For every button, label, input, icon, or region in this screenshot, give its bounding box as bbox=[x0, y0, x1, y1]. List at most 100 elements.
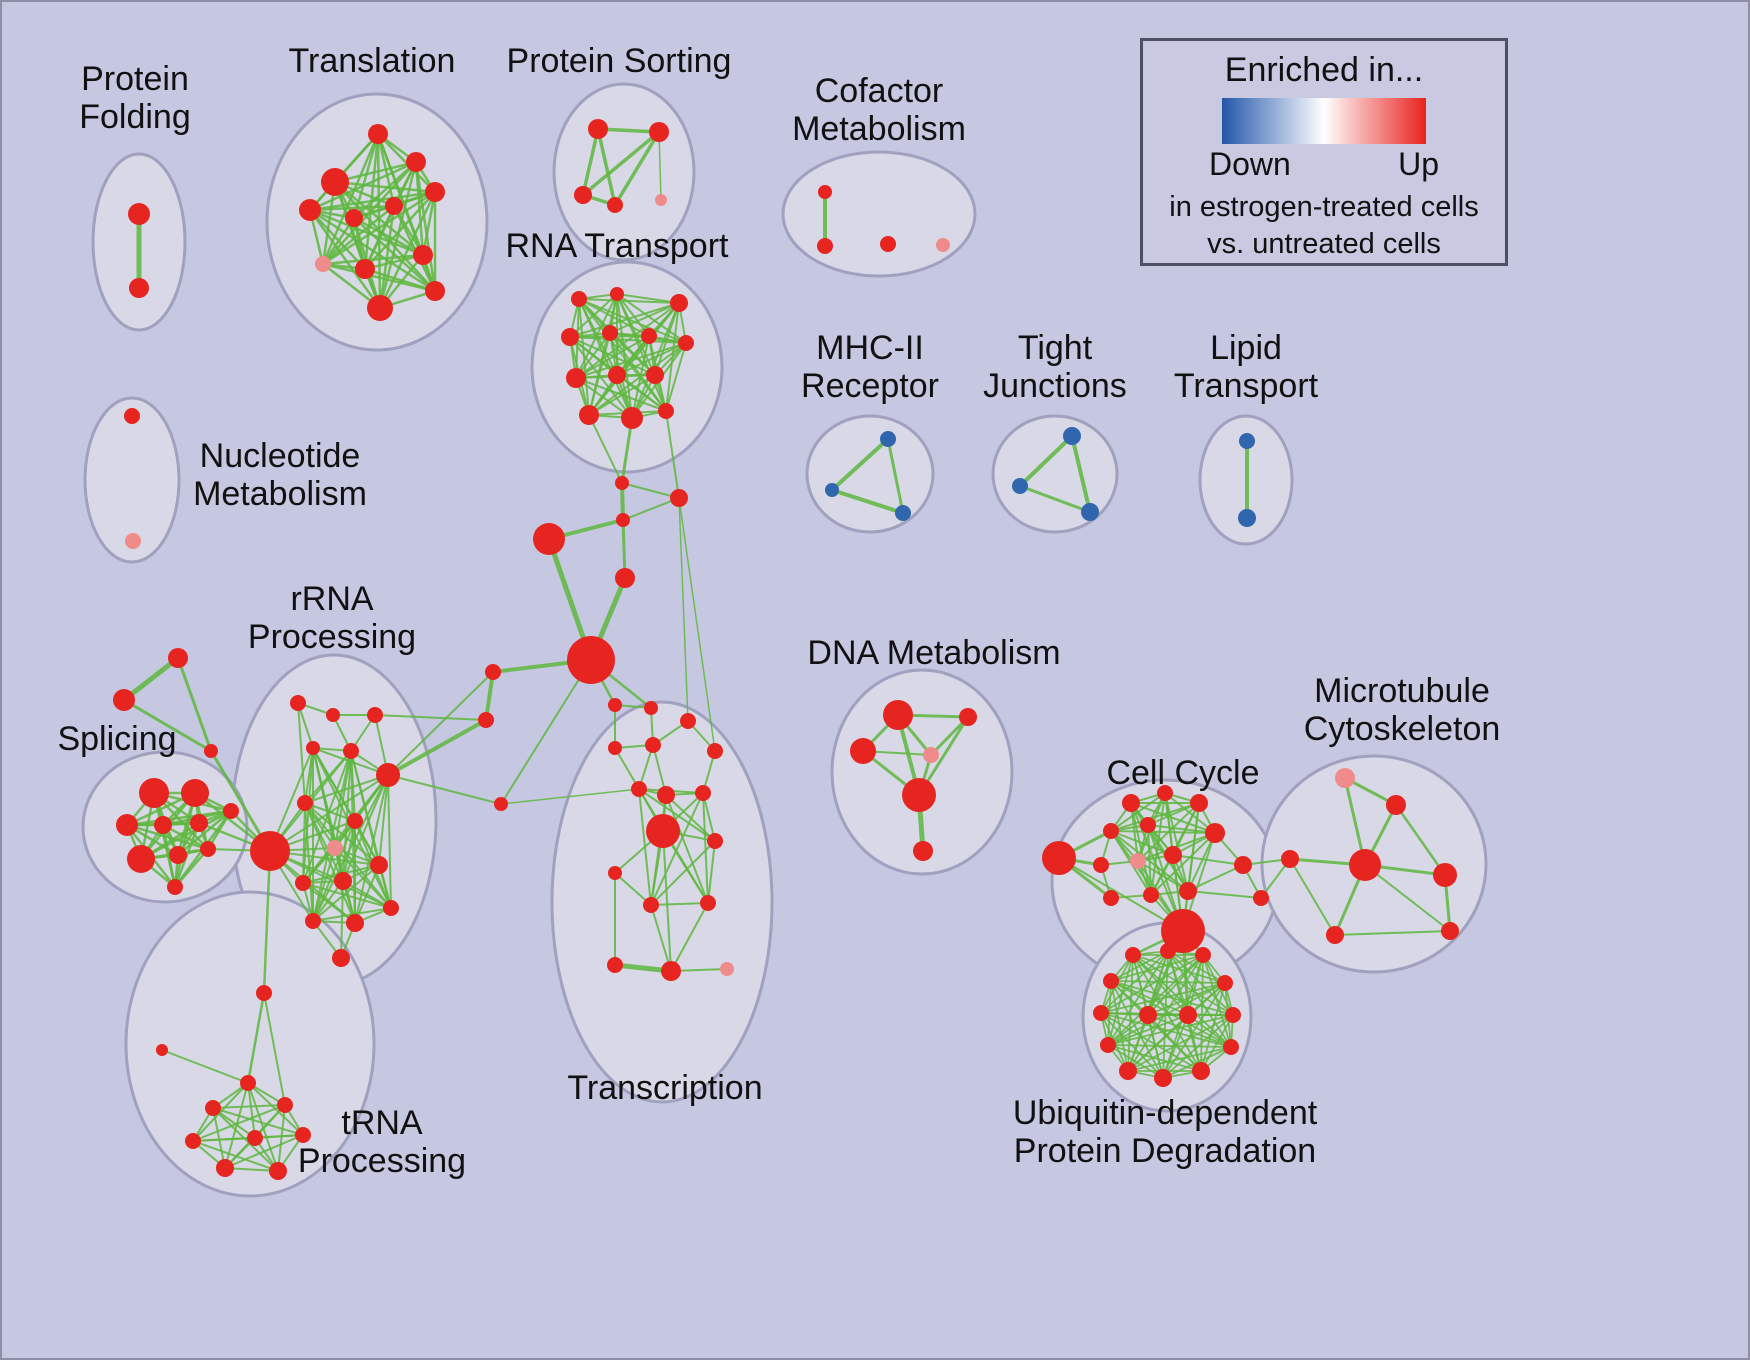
edge-PS1-PS2 bbox=[596, 127, 661, 134]
node-MH2 bbox=[825, 483, 839, 497]
node-U5 bbox=[1217, 975, 1233, 991]
edge-U9-U11 bbox=[1162, 1046, 1232, 1079]
cluster-trna-processing bbox=[124, 890, 376, 1198]
edge-T4-T10 bbox=[308, 208, 425, 257]
edge-U2-U9 bbox=[1167, 950, 1232, 1048]
node-RR11 bbox=[295, 875, 311, 891]
edge-TR6-TR10 bbox=[192, 1140, 279, 1172]
label-translation: Translation bbox=[289, 42, 456, 80]
edge-T5-T12 bbox=[352, 216, 437, 293]
node-T7 bbox=[425, 182, 445, 202]
edge-TR4-TR8 bbox=[212, 1107, 304, 1136]
node-X2 bbox=[644, 701, 658, 715]
edge-CC7-CC14 bbox=[1187, 832, 1216, 892]
node-PS1 bbox=[588, 119, 608, 139]
edge-X14-X16 bbox=[670, 902, 709, 972]
node-T12 bbox=[425, 281, 445, 301]
node-U9 bbox=[1223, 1039, 1239, 1055]
edge-T5-T10 bbox=[352, 216, 425, 257]
edge-U7-U10 bbox=[1127, 1014, 1234, 1072]
edge-RR14-RR16 bbox=[312, 907, 392, 922]
node-R3 bbox=[670, 294, 688, 312]
edge-U9-U13 bbox=[1147, 1014, 1232, 1048]
edge-T5-T8 bbox=[321, 216, 356, 266]
node-CC12 bbox=[1103, 890, 1119, 906]
edge-X8-X14 bbox=[665, 794, 709, 904]
edge-T2-T11 bbox=[376, 132, 382, 310]
node-CC11 bbox=[1234, 856, 1252, 874]
edge-U1-U13 bbox=[1132, 954, 1149, 1016]
node-CC14 bbox=[1179, 882, 1197, 900]
node-C3 bbox=[616, 513, 630, 527]
node-U3 bbox=[1195, 947, 1211, 963]
node-M2 bbox=[1386, 795, 1406, 815]
node-RR7 bbox=[250, 831, 290, 871]
label-dna-metabolism: DNA Metabolism bbox=[807, 634, 1060, 672]
edge-MH2-MH3 bbox=[830, 488, 905, 515]
edge-S6-S7 bbox=[139, 809, 233, 861]
edge-PS2-PS5 bbox=[658, 131, 662, 201]
node-TR10 bbox=[269, 1162, 287, 1180]
node-CC4 bbox=[1190, 794, 1208, 812]
node-RR18 bbox=[256, 985, 272, 1001]
node-T3 bbox=[406, 152, 426, 172]
node-X3 bbox=[680, 713, 696, 729]
edge-CC4-CC6 bbox=[1147, 802, 1200, 826]
edge-M3-M6 bbox=[1289, 858, 1336, 936]
edge-U12-U14 bbox=[1187, 1014, 1202, 1072]
node-C5 bbox=[615, 568, 635, 588]
node-CC15 bbox=[1161, 909, 1205, 953]
node-X1 bbox=[608, 698, 622, 712]
edge-U11-U14 bbox=[1162, 1014, 1189, 1079]
edge-X9-X13 bbox=[650, 792, 704, 906]
legend-title: Enriched in... bbox=[1224, 51, 1424, 89]
edge-RR18-TR3 bbox=[246, 991, 266, 1085]
node-RR5 bbox=[343, 743, 359, 759]
edge-MH1-MH2 bbox=[830, 437, 890, 492]
node-C1 bbox=[615, 476, 629, 490]
edge-T7-T11 bbox=[378, 190, 437, 310]
edge-CC4-CC5 bbox=[1110, 802, 1200, 832]
edge-S3-S9 bbox=[125, 823, 210, 851]
edge-U8-U11 bbox=[1107, 1044, 1164, 1079]
node-T8 bbox=[315, 256, 331, 272]
node-RR4 bbox=[306, 741, 320, 755]
edge-U3-U13 bbox=[1147, 954, 1204, 1016]
edge-RR5-RR8 bbox=[304, 750, 352, 804]
edge-C7-RR6 bbox=[386, 718, 488, 777]
edge-T3-T4 bbox=[308, 160, 418, 212]
edge-U6-U9 bbox=[1100, 1012, 1232, 1048]
nodes bbox=[113, 119, 1459, 1180]
node-RR3 bbox=[367, 707, 383, 723]
edge-C1-C2 bbox=[621, 482, 680, 499]
edge-A1-A3 bbox=[176, 656, 213, 753]
edge-T9-T12 bbox=[363, 267, 437, 293]
edge-U8-U9 bbox=[1107, 1044, 1232, 1048]
node-S10 bbox=[167, 879, 183, 895]
node-M7 bbox=[1441, 922, 1459, 940]
edge-T3-T11 bbox=[378, 160, 418, 310]
node-X12 bbox=[608, 866, 622, 880]
node-RR1 bbox=[290, 695, 306, 711]
edge-RR10-RR14 bbox=[312, 820, 356, 922]
node-U1 bbox=[1125, 947, 1141, 963]
edge-X12-X13 bbox=[614, 872, 652, 906]
node-U6 bbox=[1093, 1005, 1109, 1021]
edge-T6-T12 bbox=[392, 204, 437, 293]
node-PS2 bbox=[649, 122, 669, 142]
edge-PS2-PS4 bbox=[613, 130, 661, 207]
edge-TR4-TR5 bbox=[212, 1104, 286, 1109]
node-R10 bbox=[646, 366, 664, 384]
edge-U6-U12 bbox=[1100, 1012, 1202, 1072]
legend-scale-labels: Down Up bbox=[1209, 146, 1439, 183]
edge-PS1-PS4 bbox=[596, 127, 617, 207]
edge-U5-U12 bbox=[1200, 982, 1226, 1072]
node-TR9 bbox=[216, 1159, 234, 1177]
edge-RR18-TR5 bbox=[263, 992, 286, 1106]
edge-TJ2-TJ3 bbox=[1018, 484, 1092, 514]
node-R1 bbox=[571, 291, 587, 307]
